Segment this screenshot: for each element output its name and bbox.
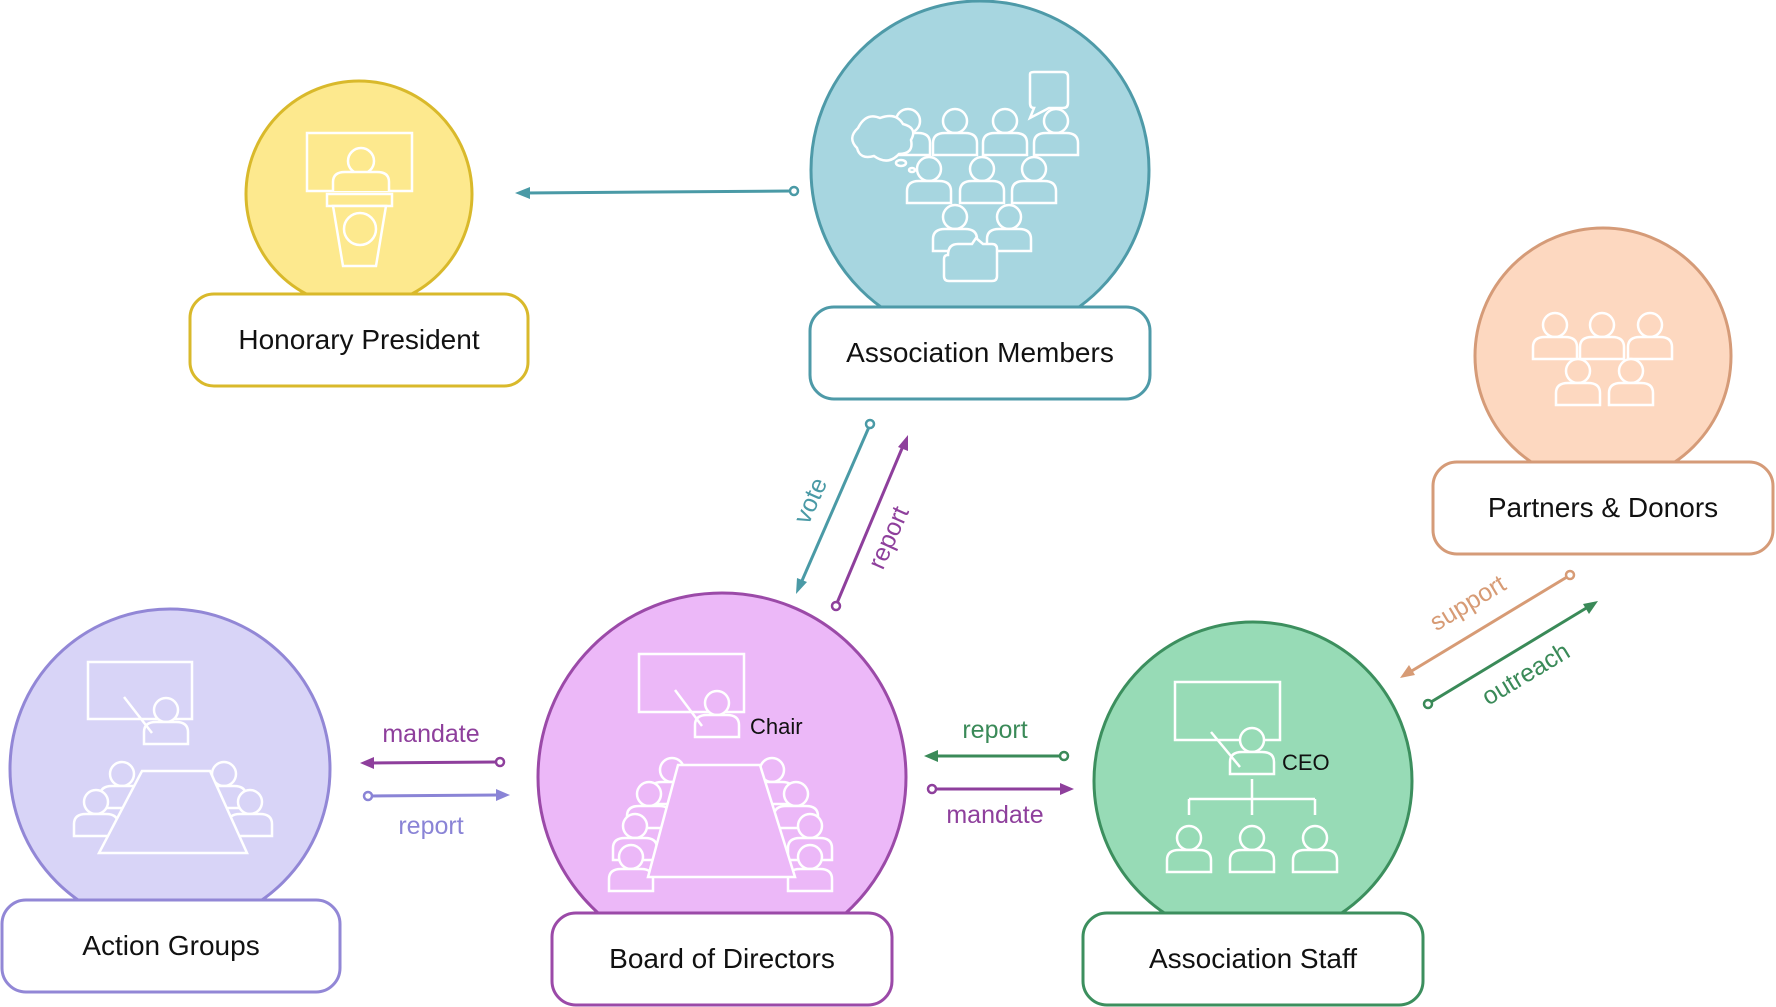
association-staff-label-box bbox=[1081, 911, 1425, 1007]
association-staff-label: Association Staff bbox=[1149, 943, 1357, 974]
report-from-groups-connector bbox=[362, 789, 510, 802]
mandate-to-staff-connector bbox=[926, 783, 1074, 795]
node-action-groups: Action Groups bbox=[0, 607, 342, 994]
mandate-to-groups-connector bbox=[360, 756, 506, 769]
action-groups-label: Action Groups bbox=[82, 930, 259, 961]
report-from-staff-label: report bbox=[962, 716, 1027, 744]
speech-bubble-icon bbox=[942, 70, 1070, 283]
thought-cloud-icon bbox=[851, 114, 917, 174]
podium-icon bbox=[305, 131, 414, 268]
board-of-directors-label: Board of Directors bbox=[609, 943, 835, 974]
org-chart-icon bbox=[1165, 680, 1339, 874]
honorary-president-label-box bbox=[188, 292, 530, 388]
ceo-label: CEO bbox=[1282, 750, 1330, 775]
members-to-president-connector bbox=[515, 185, 800, 199]
node-association-staff: CEO Association Staff bbox=[1081, 620, 1425, 1007]
association-members-label-box bbox=[808, 305, 1152, 401]
report-from-staff-connector bbox=[924, 750, 1070, 762]
action-groups-label-box bbox=[0, 898, 342, 994]
node-partners-donors: Partners & Donors bbox=[1431, 226, 1775, 556]
outreach-label: outreach bbox=[1477, 637, 1575, 711]
node-board-of-directors: Chair Board of Directors bbox=[536, 591, 908, 1007]
mandate-to-groups-label: mandate bbox=[382, 720, 479, 748]
association-members-label: Association Members bbox=[846, 337, 1114, 368]
action-groups-circle bbox=[8, 607, 332, 931]
board-of-directors-label-box bbox=[550, 911, 894, 1007]
honorary-president-label: Honorary President bbox=[238, 324, 479, 355]
mandate-to-staff-label: mandate bbox=[946, 801, 1043, 829]
vote-connector bbox=[796, 418, 876, 594]
board-meeting-icon bbox=[607, 652, 834, 893]
report-to-members-label: report bbox=[863, 502, 915, 573]
support-label: support bbox=[1425, 570, 1511, 637]
report-to-members-connector bbox=[830, 435, 908, 612]
report-from-groups-label: report bbox=[398, 812, 463, 840]
node-honorary-president: Honorary President bbox=[188, 79, 530, 388]
partners-donors-label-box bbox=[1431, 460, 1775, 556]
chair-label: Chair bbox=[750, 714, 803, 739]
partners-donors-label: Partners & Donors bbox=[1488, 492, 1718, 523]
outreach-connector bbox=[1422, 601, 1598, 710]
vote-label: vote bbox=[788, 473, 833, 528]
support-connector bbox=[1400, 569, 1576, 678]
meeting-table-icon bbox=[72, 660, 274, 855]
node-association-members: Association Members bbox=[808, 0, 1152, 401]
